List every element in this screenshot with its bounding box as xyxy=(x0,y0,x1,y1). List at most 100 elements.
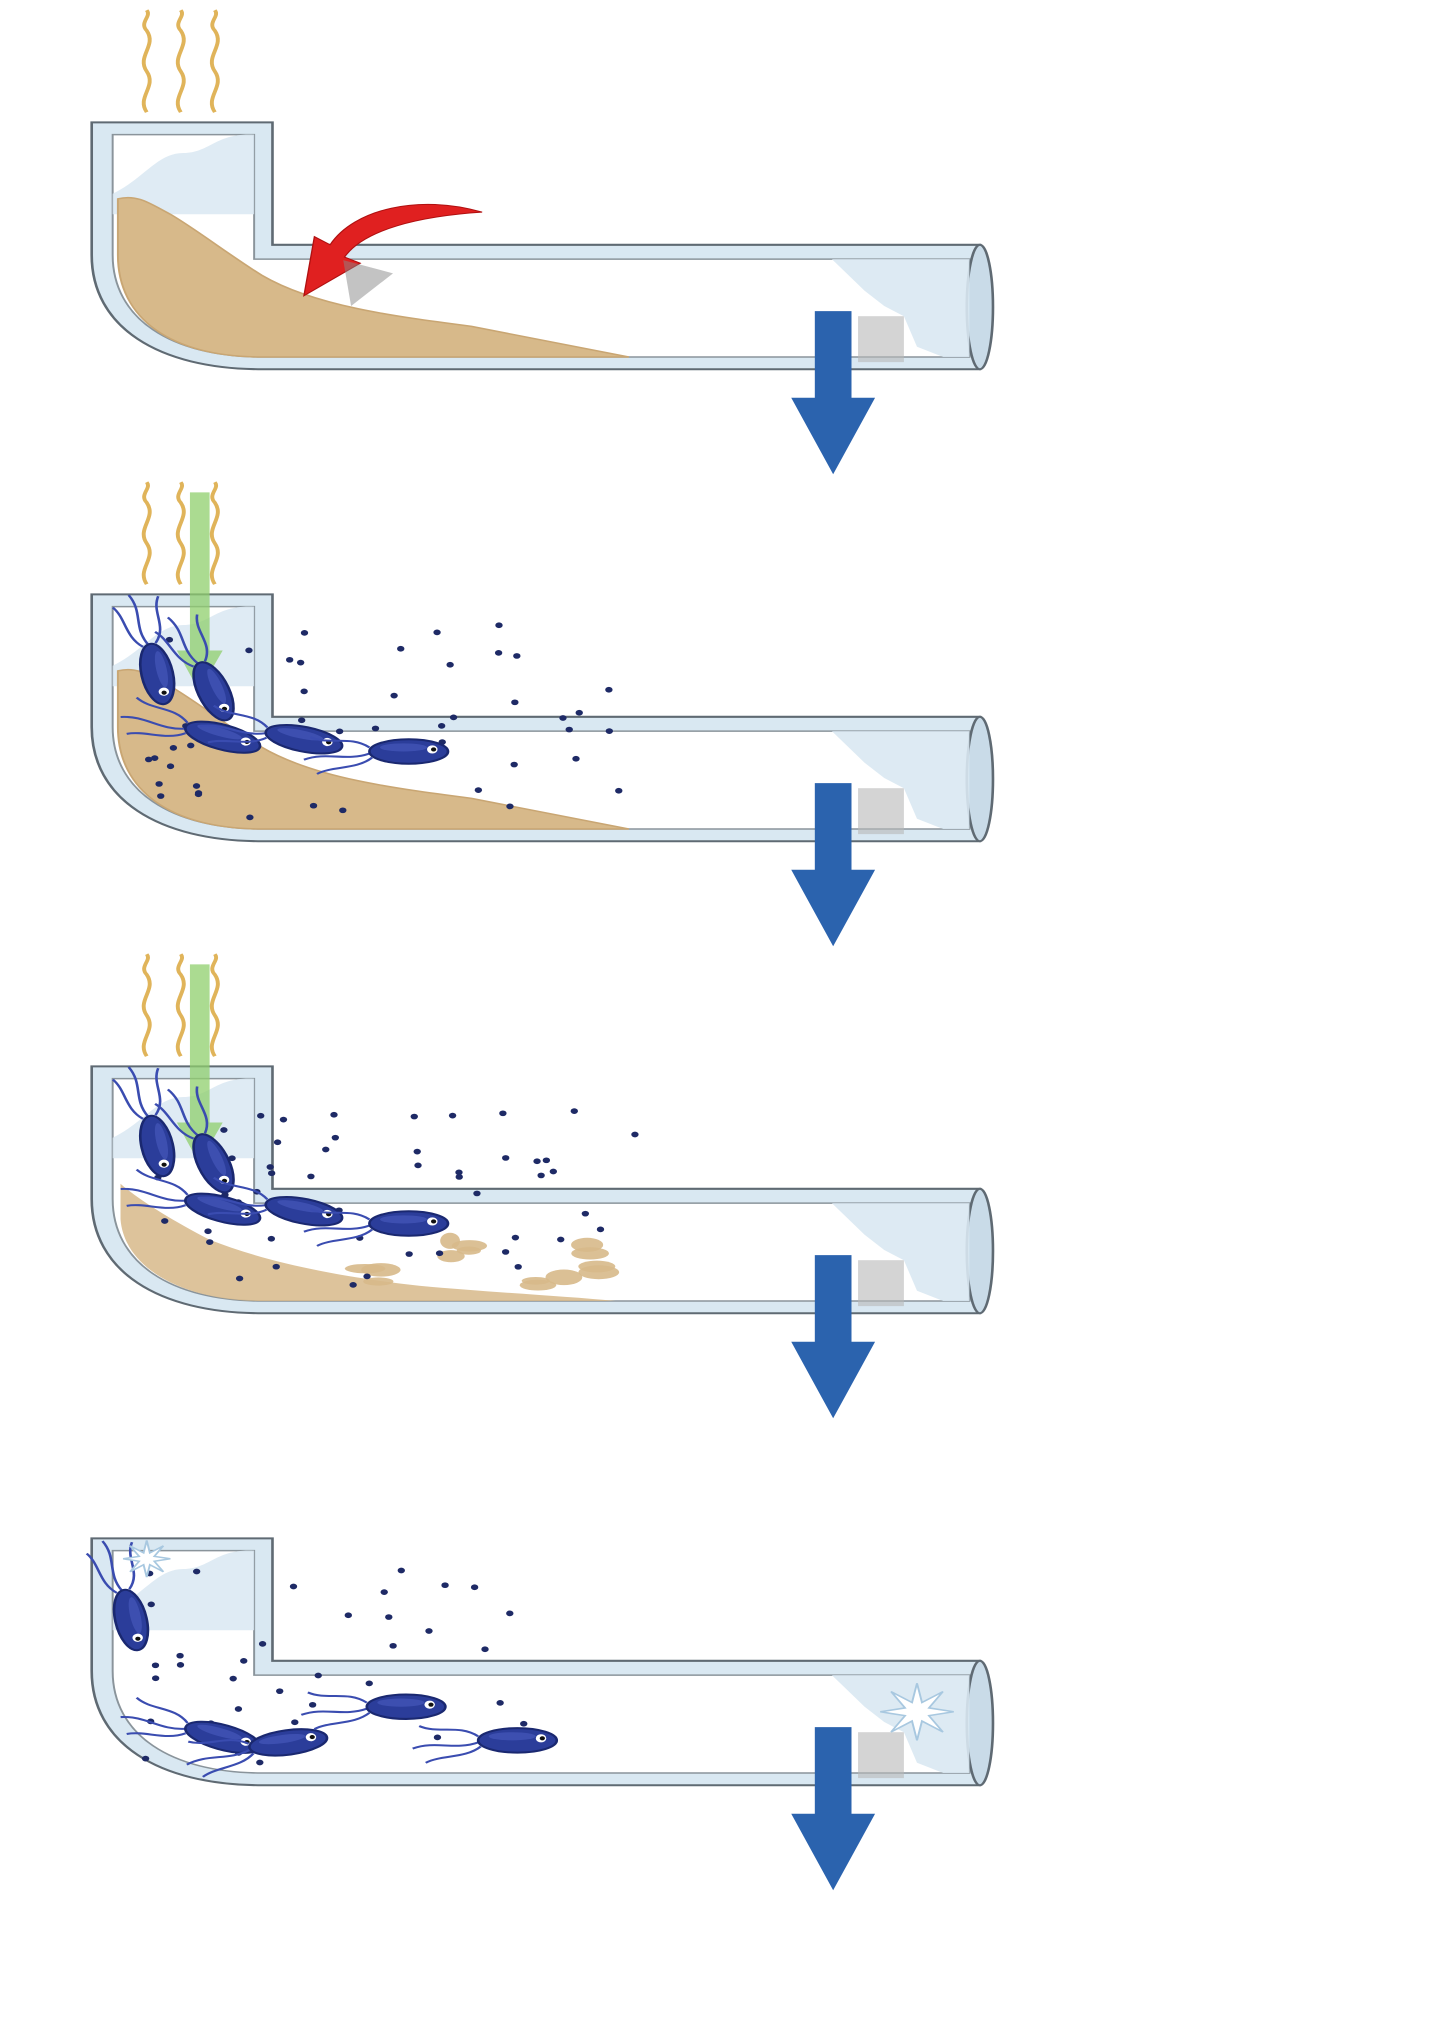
enzyme-dot xyxy=(380,1589,388,1595)
enzyme-dot xyxy=(437,723,446,729)
enzyme-dot xyxy=(511,699,519,706)
enzyme-dot xyxy=(308,1701,317,1708)
enzyme-dot xyxy=(433,629,441,636)
enzyme-dot xyxy=(151,755,159,761)
clog-fragment xyxy=(456,1246,481,1255)
clog-fragment xyxy=(363,1277,394,1286)
enzyme-dot xyxy=(273,1139,282,1146)
cutaway-end-edge xyxy=(831,1203,970,1301)
enzyme-dot xyxy=(494,649,503,656)
enzyme-dot xyxy=(506,1610,514,1617)
enzyme-dot xyxy=(266,1164,274,1170)
clog-deposit xyxy=(116,196,630,358)
cutaway-top-edge xyxy=(112,1550,255,1631)
green-arrow-icon xyxy=(176,492,223,692)
enzyme-dot xyxy=(502,1155,510,1161)
cutaway-end-edge xyxy=(831,259,970,357)
enzyme-dot xyxy=(470,1584,479,1591)
enzyme-dot xyxy=(542,1157,551,1164)
enzyme-dot xyxy=(533,1158,541,1165)
enzyme-dot xyxy=(289,1583,298,1590)
enzyme-dot xyxy=(245,647,253,654)
enzyme-dot xyxy=(605,728,613,734)
enzyme-dot xyxy=(194,791,203,798)
pipe-shadow xyxy=(858,316,904,363)
enzyme-dot xyxy=(441,1582,449,1589)
enzyme-dot xyxy=(228,1155,236,1162)
enzyme-dot xyxy=(410,1113,418,1120)
enzyme-dot xyxy=(235,1275,244,1282)
enzyme-dot xyxy=(455,1174,463,1180)
pipe-opening xyxy=(965,715,995,843)
enzyme-dot xyxy=(169,744,178,751)
enzyme-dot xyxy=(279,1116,288,1123)
enzyme-dot xyxy=(425,1628,433,1634)
enzyme-dot xyxy=(581,1210,590,1217)
enzyme-dot xyxy=(240,1658,248,1664)
enzyme-dot xyxy=(501,1249,510,1255)
enzyme-particles xyxy=(141,1567,528,1766)
enzyme-dot xyxy=(405,1251,413,1257)
enzyme-dot xyxy=(291,1719,299,1726)
clog-deposit xyxy=(116,668,630,830)
enzyme-dot xyxy=(166,763,175,770)
enzyme-dot xyxy=(286,656,294,663)
enzyme-dot xyxy=(448,1112,457,1119)
enzyme-dot xyxy=(276,1688,284,1695)
enzyme-dot xyxy=(570,1108,578,1114)
enzyme-dot xyxy=(314,1672,322,1679)
enzyme-dot xyxy=(229,1675,237,1682)
flow-down-arrow-icon xyxy=(791,1255,876,1419)
enzyme-dot xyxy=(549,1168,557,1175)
enzyme-dot xyxy=(565,726,573,733)
enzyme-dot xyxy=(206,1239,214,1245)
pipe-shadow xyxy=(858,1732,904,1779)
enzyme-dot xyxy=(344,1612,352,1619)
pipe-opening xyxy=(965,1659,995,1787)
enzyme-dot xyxy=(258,1641,267,1647)
enzyme-dot xyxy=(414,1162,422,1169)
enzyme-dot xyxy=(155,781,163,787)
enzyme-dot xyxy=(433,1734,442,1741)
enzyme-dot xyxy=(435,1250,444,1257)
panel-clogged xyxy=(90,9,995,475)
enzyme-dot xyxy=(141,1755,150,1762)
enzyme-dot xyxy=(631,1131,639,1138)
enzyme-dot xyxy=(596,1226,605,1233)
enzyme-dot xyxy=(473,1190,481,1197)
enzyme-dot xyxy=(557,1236,565,1243)
clog-fragment xyxy=(521,1276,550,1285)
enzyme-dot xyxy=(267,1170,276,1177)
enzyme-particles xyxy=(145,622,623,821)
enzyme-dot xyxy=(474,787,483,793)
enzyme-dot xyxy=(510,761,518,768)
panel-treatment-applied xyxy=(90,481,995,947)
clog-fragment xyxy=(437,1250,465,1263)
flow-down-arrow-icon xyxy=(791,1727,876,1891)
enzyme-dot xyxy=(385,1614,393,1620)
enzyme-dot xyxy=(246,814,254,821)
enzyme-dot xyxy=(151,1675,160,1682)
enzyme-dot xyxy=(187,742,195,749)
enzyme-dot xyxy=(165,636,174,643)
flow-down-arrow-icon xyxy=(791,311,876,475)
enzyme-dot xyxy=(147,1601,155,1608)
enzyme-dot xyxy=(161,1218,169,1224)
enzyme-dot xyxy=(145,756,153,763)
enzyme-dot xyxy=(300,630,309,636)
enzyme-dot xyxy=(572,755,580,762)
enzyme-dot xyxy=(537,1172,545,1179)
enzyme-dot xyxy=(499,1110,507,1117)
enzyme-dot xyxy=(495,622,503,629)
enzyme-dot xyxy=(335,728,344,735)
enzyme-dot xyxy=(300,688,308,695)
enzyme-dot xyxy=(363,1273,371,1280)
enzyme-dot xyxy=(192,783,201,789)
enzyme-dot xyxy=(496,1700,504,1706)
enzyme-dot xyxy=(151,1662,160,1669)
red-arrow-icon xyxy=(303,203,483,306)
enzyme-dot xyxy=(220,1127,228,1133)
enzyme-dot xyxy=(511,1234,520,1241)
clog-deposit xyxy=(120,1183,620,1301)
